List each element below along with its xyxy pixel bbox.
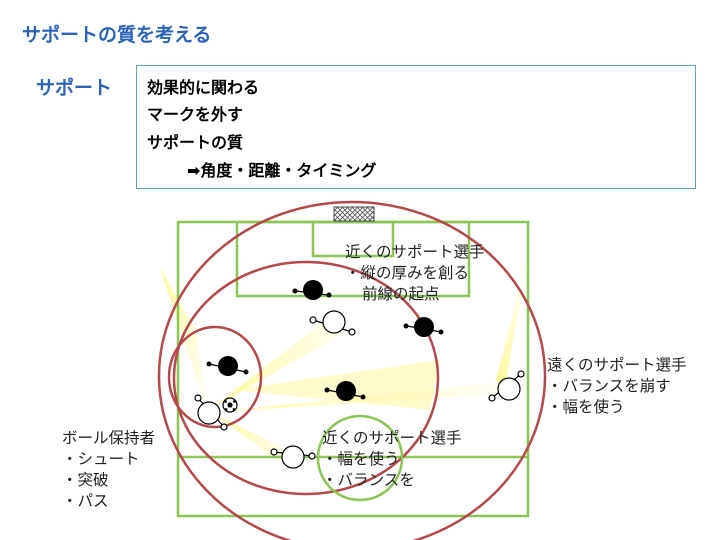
goal-area — [311, 220, 395, 258]
opponent-player-icon — [292, 280, 332, 300]
ball-holder-note: ボール保持者 ・シュート ・突破 ・パス — [62, 428, 155, 512]
soccer-ball-icon — [222, 397, 238, 413]
teammate-player-icon — [270, 445, 316, 469]
page-title: サポートの質を考える — [22, 24, 212, 46]
note-heading: 近くのサポート選手 — [322, 429, 462, 447]
box-line-mark: マークを外す — [147, 105, 244, 124]
beam-far-upfield — [496, 255, 528, 386]
opponents — [206, 280, 444, 401]
note-heading: 遠くのサポート選手 — [547, 356, 687, 374]
far-support-circle — [157, 200, 547, 540]
box-line-effective: 効果的に関わる — [147, 78, 260, 97]
beam-to-top-support — [212, 320, 346, 408]
note-item: 前線の起点 — [362, 285, 440, 303]
ball-holder-player-icon — [194, 394, 228, 431]
teammate-player-icon — [309, 310, 356, 336]
note-item: ・幅を使う — [322, 450, 400, 468]
near-support-bottom-note: 近くのサポート選手 ・幅を使う ・バランスを — [322, 428, 462, 491]
bottom-support-circle — [316, 414, 404, 502]
near-support-circle — [172, 260, 440, 496]
box-line-quality: サポートの質 — [147, 133, 244, 152]
note-item: ・シュート — [62, 450, 140, 468]
box-line-angle: ➡角度・距離・タイミング — [187, 161, 377, 180]
note-item: ・パス — [62, 492, 109, 510]
support-beams — [160, 255, 528, 462]
note-item: ・突破 — [62, 471, 109, 489]
teammates — [194, 310, 525, 469]
opponent-player-icon — [206, 356, 249, 376]
support-quality-box: 効果的に関わる マークを外す サポートの質 ➡角度・距離・タイミング — [136, 65, 696, 189]
opponent-player-icon — [324, 381, 366, 401]
ball-holder-circle — [167, 325, 263, 429]
pitch — [176, 220, 530, 518]
beam-to-bottom-support — [214, 414, 292, 462]
opponent-player-icon — [403, 317, 444, 337]
goal-net-icon — [333, 206, 375, 222]
near-support-top-note: 近くのサポート選手 ・縦の厚みを創る 前線の起点 — [345, 242, 485, 305]
support-circles — [157, 200, 547, 540]
teammate-player-icon — [488, 370, 525, 402]
note-heading: 近くのサポート選手 — [345, 243, 485, 261]
note-item: ・バランスを崩す — [547, 377, 671, 395]
note-item: ・バランスを — [322, 471, 415, 489]
note-item: ・幅を使う — [547, 398, 625, 416]
beam-center-wide — [232, 360, 440, 410]
far-support-note: 遠くのサポート選手 ・バランスを崩す ・幅を使う — [547, 355, 687, 418]
support-label: サポート — [36, 77, 113, 99]
note-heading: ボール保持者 — [62, 429, 156, 447]
note-item: ・縦の厚みを創る — [345, 264, 470, 282]
